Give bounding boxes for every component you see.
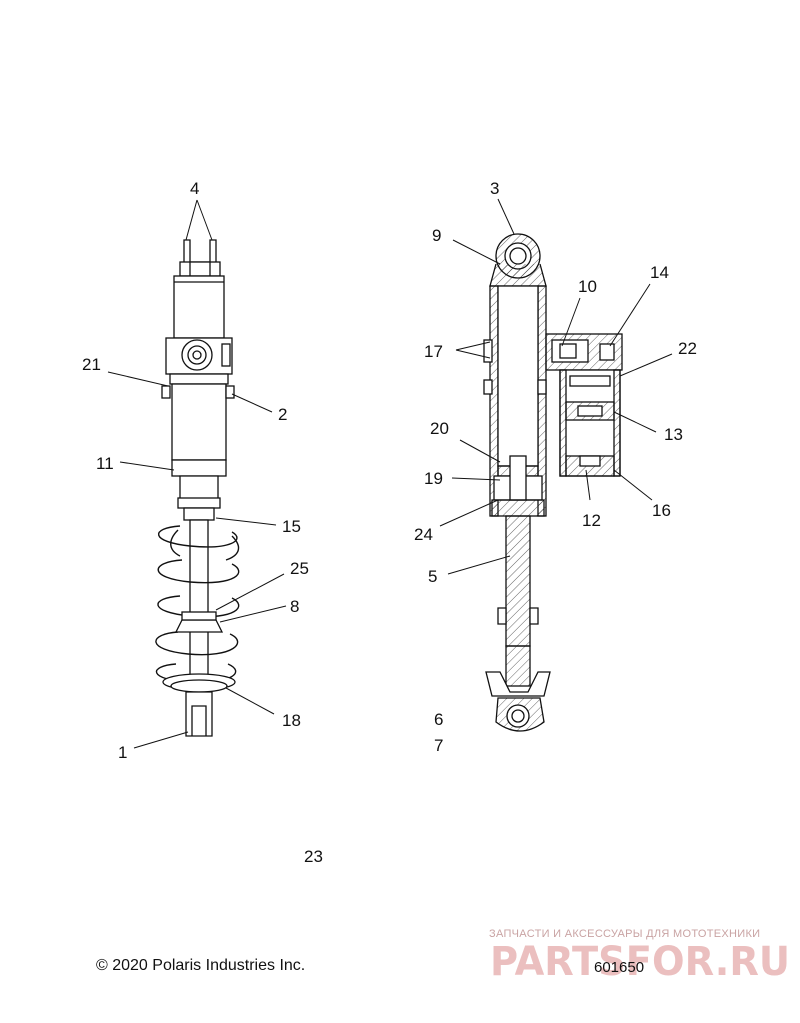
callout-5: 5	[428, 567, 437, 586]
callout-2: 2	[278, 405, 287, 424]
callout-16: 16	[652, 501, 671, 520]
callout-17: 17	[424, 342, 443, 361]
shaft	[189, 519, 209, 681]
shock-body	[171, 383, 227, 461]
leader-lines	[107, 198, 673, 749]
callout-14: 14	[650, 263, 669, 282]
adjuster-block	[165, 337, 233, 375]
watermark-logo-text: PARTSFOR.RU	[490, 939, 790, 983]
right-shock-cutaway	[483, 233, 623, 732]
watermark-tagline: ЗАПЧАСТИ И АКСЕССУАРЫ ДЛЯ МОТОТЕХНИКИ	[489, 928, 761, 940]
copyright-notice: © 2020 Polaris Industries Inc.	[96, 957, 306, 974]
callout-23: 23	[304, 847, 323, 866]
callout-9: 9	[432, 226, 441, 245]
watermark-logo: PARTSFOR.RU	[490, 939, 790, 983]
callout-8: 8	[290, 597, 299, 616]
callout-25: 25	[290, 559, 309, 578]
callout-18: 18	[282, 711, 301, 730]
coil-spring	[155, 525, 240, 683]
callout-12: 12	[582, 511, 601, 530]
callout-21: 21	[82, 355, 101, 374]
callout-labels: 4 21 2 11 15 25 8 18 1 23 3 9 10 14 17 2…	[82, 179, 697, 866]
callout-24: 24	[414, 525, 433, 544]
callout-19: 19	[424, 469, 443, 488]
callout-11: 11	[96, 454, 114, 473]
shaft-cutaway	[505, 515, 531, 647]
callout-7: 7	[434, 736, 443, 755]
diagram-number: 601650	[594, 959, 645, 976]
callout-6: 6	[434, 710, 443, 729]
body-tube-bore	[497, 285, 539, 467]
callout-1: 1	[118, 743, 127, 762]
callout-3: 3	[490, 179, 499, 198]
callout-22: 22	[678, 339, 697, 358]
callout-20: 20	[430, 419, 449, 438]
callout-15: 15	[282, 517, 301, 536]
shock-body-upper	[173, 275, 225, 339]
callout-13: 13	[664, 425, 683, 444]
top-clevis	[179, 239, 221, 277]
callout-4: 4	[190, 179, 199, 198]
callout-10: 10	[578, 277, 597, 296]
left-shock-assembly	[155, 239, 240, 737]
